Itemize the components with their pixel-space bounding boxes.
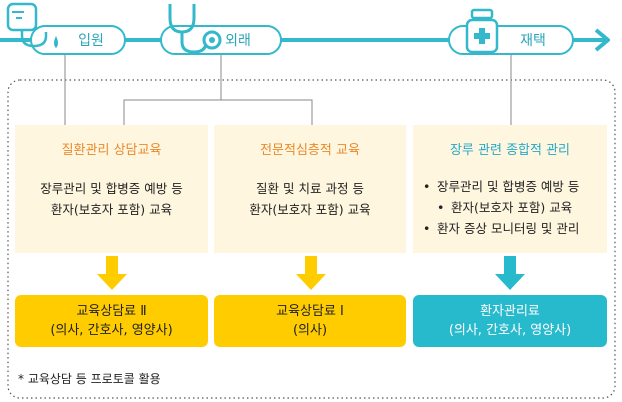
stage-label: 입원 bbox=[78, 33, 104, 49]
iv-bag-icon bbox=[6, 2, 58, 48]
panel-line: 환자(보호자 포함) 교육 bbox=[50, 202, 173, 217]
timeline-arrowhead bbox=[594, 28, 610, 52]
fee-who: (의사, 간호사, 영양사) bbox=[448, 323, 572, 338]
fee-who: (의사) bbox=[292, 323, 328, 338]
panel-outpatient-education: 전문적심층적 교육 질환 및 치료 과정 등 환자(보호자 포함) 교육 bbox=[214, 125, 406, 253]
fee-name: 환자관리료 bbox=[480, 304, 540, 319]
down-arrow-icon bbox=[97, 256, 127, 290]
panel-title: 전문적심층적 교육 bbox=[260, 143, 360, 158]
panel-title: 질환관리 상담교육 bbox=[61, 143, 162, 158]
footnote: * 교육상담 등 프로토콜 활용 bbox=[18, 372, 161, 386]
panel-title: 장루 관련 종합적 관리 bbox=[449, 143, 571, 158]
connector-branch bbox=[123, 99, 313, 125]
panel-line: 질환 및 치료 과정 등 bbox=[256, 181, 364, 196]
bullet-item: 환자 증상 모니터링 및 관리 bbox=[423, 218, 607, 239]
stage-label: 재택 bbox=[520, 33, 546, 49]
fee-who: (의사, 간호사, 영양사) bbox=[50, 323, 173, 338]
panel-line: 환자(보호자 포함) 교육 bbox=[249, 202, 371, 217]
down-arrow-icon bbox=[296, 256, 326, 290]
stethoscope-icon bbox=[168, 4, 222, 54]
bullet-continuation: 환자(보호자 포함) 교육 bbox=[423, 197, 607, 218]
down-arrow-icon bbox=[495, 256, 525, 290]
fee-name: 교육상담료 Ⅱ bbox=[76, 304, 147, 319]
bullet-item: 장루관리 및 합병증 예방 등 bbox=[423, 176, 607, 197]
fee-name: 교육상담료 Ⅰ bbox=[276, 304, 344, 319]
fee-patient-management: 환자관리료 (의사, 간호사, 영양사) bbox=[413, 295, 607, 347]
fee-education-counseling-1: 교육상담료 Ⅰ (의사) bbox=[214, 295, 406, 347]
medicine-bottle-icon bbox=[465, 8, 499, 54]
panel-inpatient-education: 질환관리 상담교육 장루관리 및 합병증 예방 등 환자(보호자 포함) 교육 bbox=[15, 125, 208, 253]
panel-home-management: 장루 관련 종합적 관리 장루관리 및 합병증 예방 등 환자(보호자 포함) … bbox=[413, 125, 607, 253]
panel-line: 장루관리 및 합병증 예방 등 bbox=[40, 181, 183, 196]
stage-label: 외래 bbox=[225, 33, 251, 49]
fee-education-counseling-2: 교육상담료 Ⅱ (의사, 간호사, 영양사) bbox=[15, 295, 208, 347]
